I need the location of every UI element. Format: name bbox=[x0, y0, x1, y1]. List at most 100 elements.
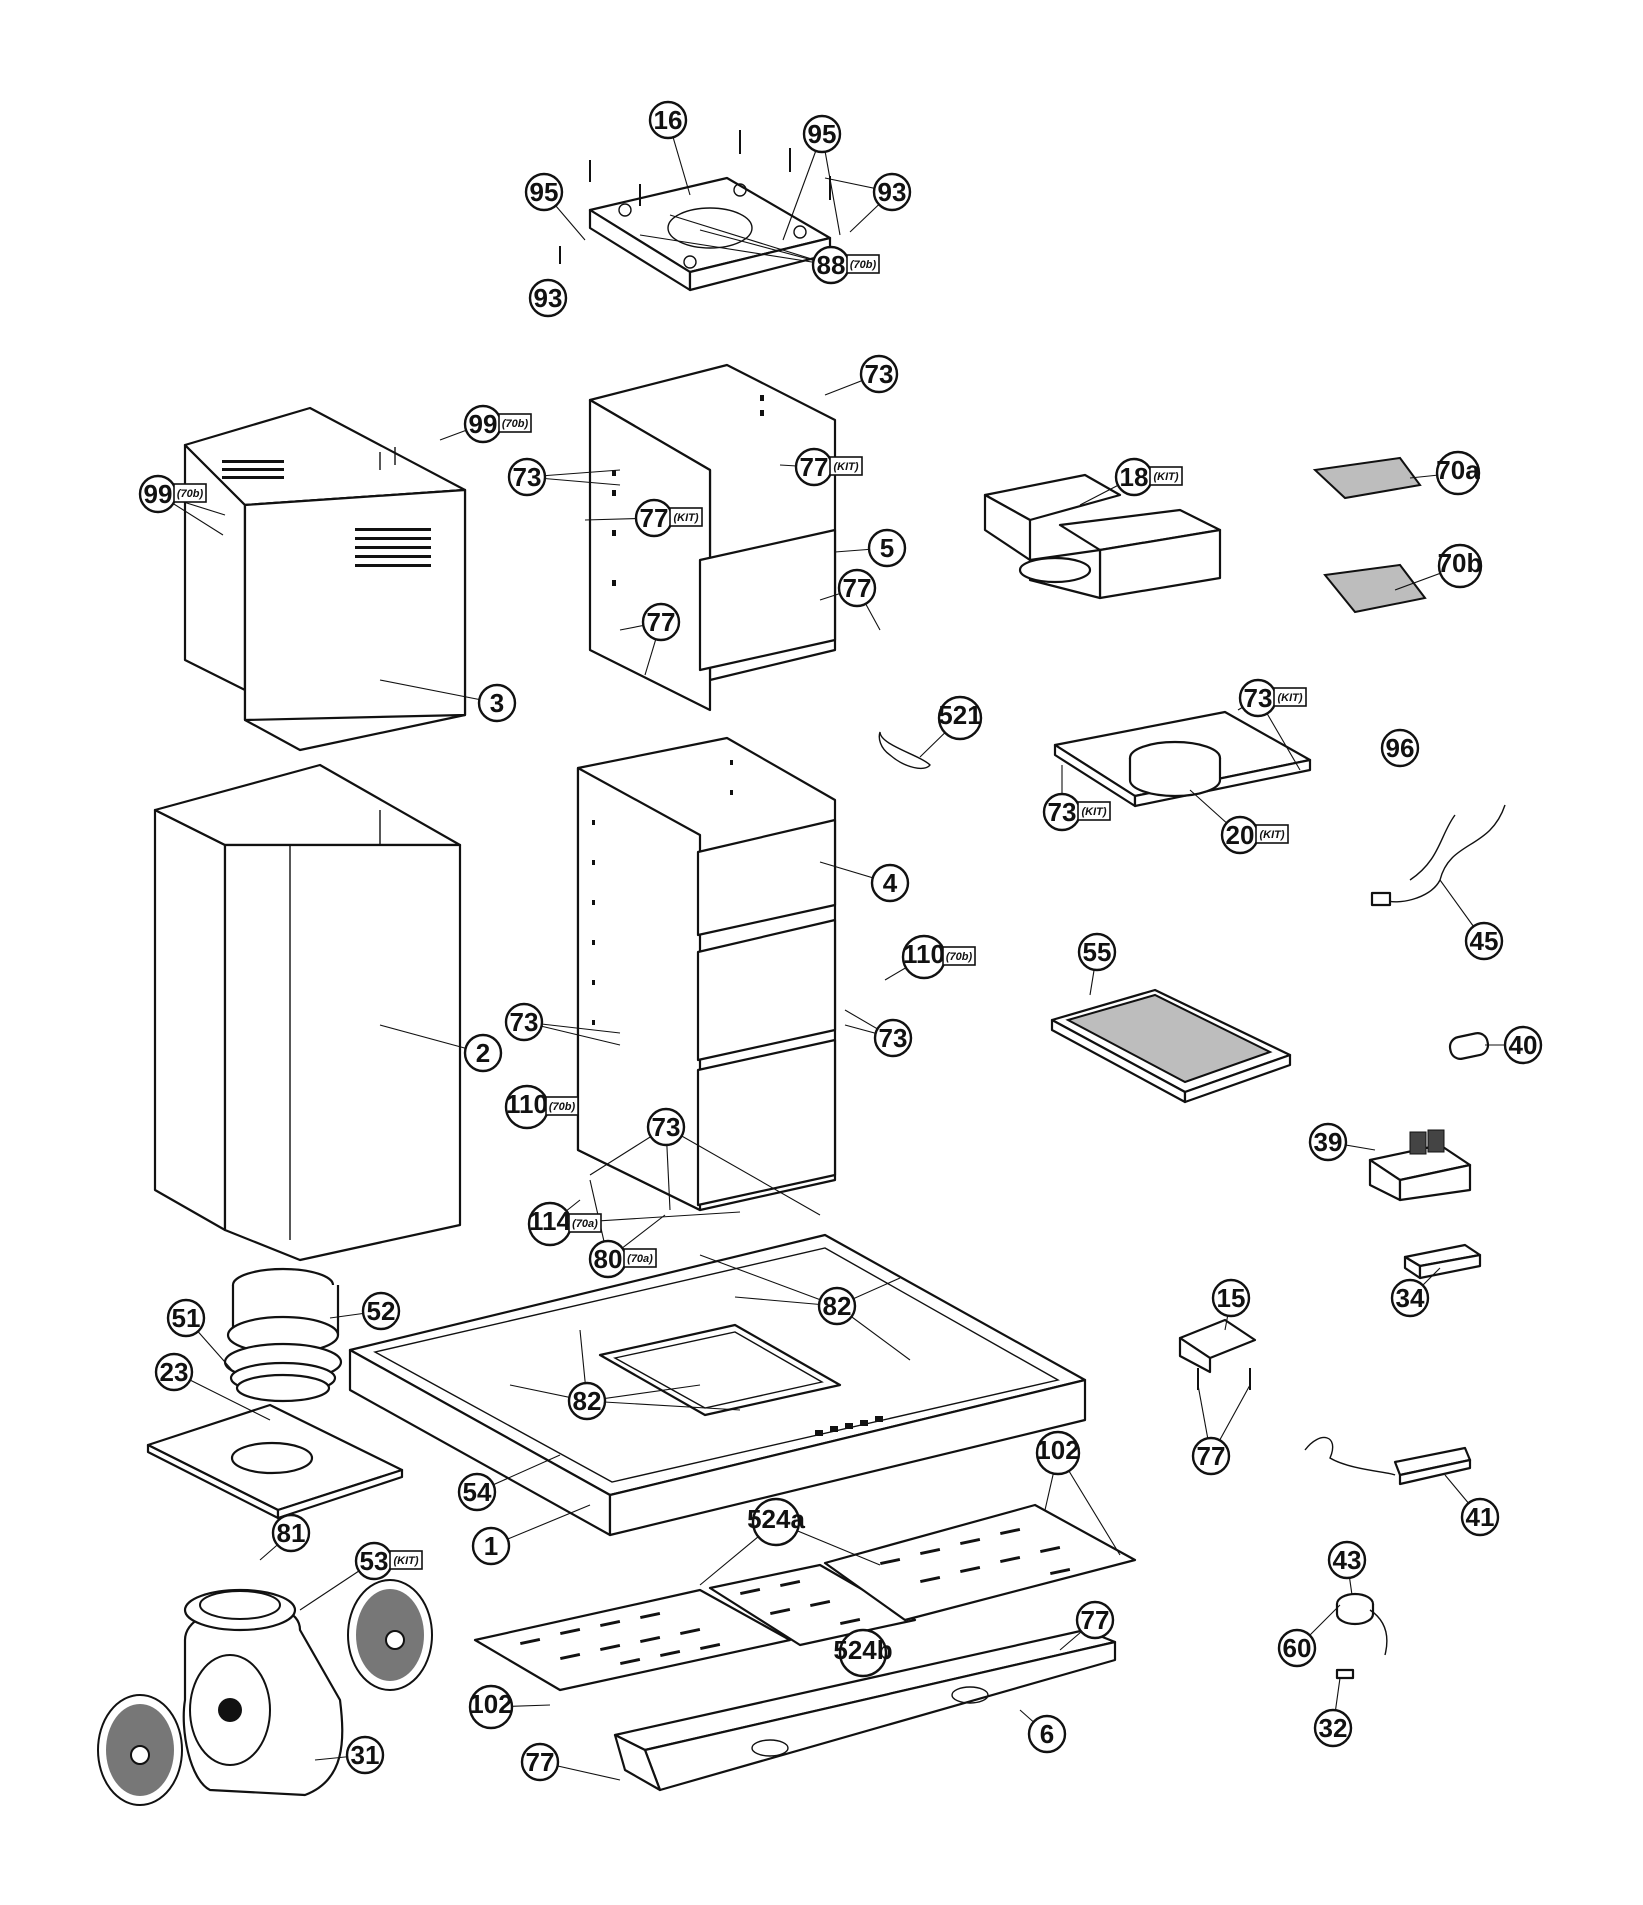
callout-73: 73 bbox=[859, 354, 899, 394]
base-plate bbox=[146, 1403, 404, 1520]
callout-tag-box bbox=[1077, 801, 1111, 821]
leader-line bbox=[379, 679, 498, 704]
callout-circle bbox=[154, 1352, 194, 1392]
callout-95: 95 bbox=[802, 114, 842, 154]
bottom-grille-524a-left bbox=[473, 1588, 792, 1692]
callout-96: 96 bbox=[1380, 728, 1420, 768]
callout-15: 15 bbox=[1211, 1278, 1251, 1318]
callout-95: 95 bbox=[524, 172, 564, 212]
callout-circle bbox=[361, 1291, 401, 1331]
callout-number: 93 bbox=[878, 177, 907, 207]
callout-39: 39 bbox=[1308, 1122, 1348, 1162]
callout-54: 54 bbox=[457, 1472, 497, 1512]
callout-81: 81 bbox=[271, 1513, 311, 1553]
leader-line bbox=[699, 1254, 838, 1307]
adapter-plate bbox=[1053, 710, 1312, 808]
callout-tag-box bbox=[389, 1550, 423, 1570]
callout-circle bbox=[646, 1107, 686, 1147]
switch-component bbox=[1335, 1592, 1388, 1680]
callout-tag: (KIT) bbox=[1153, 471, 1178, 483]
callout-number: 53 bbox=[360, 1546, 389, 1576]
callout-32: 32 bbox=[1313, 1708, 1353, 1748]
callout-6: 6 bbox=[1027, 1714, 1067, 1754]
callout-number: 70a bbox=[1436, 455, 1480, 485]
bottom-grille-524a-right bbox=[823, 1503, 1137, 1622]
bottom-grille-524b bbox=[708, 1563, 917, 1647]
callout-number: 52 bbox=[367, 1296, 396, 1326]
callout-number: 20 bbox=[1226, 820, 1255, 850]
callout-number: 77 bbox=[647, 607, 676, 637]
callout-number: 70b bbox=[1438, 548, 1483, 578]
callout-circle bbox=[1437, 543, 1483, 589]
callout-circle bbox=[1327, 1540, 1367, 1580]
charcoal-filter-right bbox=[347, 1579, 433, 1691]
callout-circle bbox=[345, 1735, 385, 1775]
callout-tag: (KIT) bbox=[1277, 692, 1302, 704]
duct-collar bbox=[223, 1267, 343, 1403]
callout-number: 32 bbox=[1319, 1713, 1348, 1743]
callout-73-kit: 73(KIT) bbox=[1042, 792, 1111, 832]
callout-circle bbox=[1313, 1708, 1353, 1748]
lower-chimney-inner bbox=[576, 736, 837, 1212]
callout-number: 95 bbox=[808, 119, 837, 149]
callout-circle bbox=[166, 1298, 206, 1338]
callout-number: 77 bbox=[640, 503, 669, 533]
callout-110-70b: 110(70b) bbox=[901, 934, 976, 980]
callout-circle bbox=[1460, 1497, 1500, 1537]
callout-number: 73 bbox=[652, 1112, 681, 1142]
callout-number: 93 bbox=[534, 283, 563, 313]
callout-number: 99 bbox=[469, 409, 498, 439]
callout-60: 60 bbox=[1277, 1628, 1317, 1668]
leader-line bbox=[665, 1126, 821, 1216]
callout-number: 77 bbox=[1197, 1441, 1226, 1471]
callout-number: 524a bbox=[747, 1504, 805, 1534]
callout-circle bbox=[1308, 1122, 1348, 1162]
callout-circle bbox=[1503, 1025, 1543, 1065]
leader-line bbox=[669, 214, 832, 266]
callout-31: 31 bbox=[345, 1735, 385, 1775]
callout-1: 1 bbox=[471, 1526, 511, 1566]
callout-number: 73 bbox=[879, 1023, 908, 1053]
callout-circle bbox=[528, 278, 568, 318]
callout-number: 31 bbox=[351, 1740, 380, 1770]
callout-tag-box bbox=[568, 1213, 602, 1233]
callout-circle bbox=[504, 1002, 544, 1042]
callout-number: 73 bbox=[1244, 683, 1273, 713]
callout-tag: (70a) bbox=[627, 1253, 653, 1265]
leader-line bbox=[639, 234, 832, 266]
callout-number: 88 bbox=[817, 250, 846, 280]
callout-number: 110 bbox=[506, 1089, 548, 1119]
callout-number: 110 bbox=[903, 939, 945, 969]
callout-number: 6 bbox=[1040, 1719, 1054, 1749]
callout-circle bbox=[859, 354, 899, 394]
callout-circle bbox=[471, 1526, 511, 1566]
callout-circle bbox=[463, 1033, 503, 1073]
callout-number: 45 bbox=[1470, 926, 1499, 956]
callout-number: 4 bbox=[883, 868, 898, 898]
callout-circle bbox=[1027, 1714, 1067, 1754]
grease-filter bbox=[1050, 988, 1292, 1104]
callout-circle bbox=[1075, 1600, 1115, 1640]
callout-circle bbox=[838, 1628, 888, 1678]
blower-motor bbox=[182, 1588, 344, 1797]
callout-circle bbox=[648, 100, 688, 140]
callout-99-70b: 99 (70b) bbox=[463, 404, 532, 444]
callout-tag-box bbox=[173, 483, 207, 503]
lower-chimney-outer bbox=[153, 763, 462, 1262]
callout-23: 23 bbox=[154, 1352, 194, 1392]
callout-circle bbox=[520, 1742, 560, 1782]
callout-circle bbox=[1191, 1436, 1231, 1476]
callout-tag: (KIT) bbox=[393, 1555, 418, 1567]
callout-circle bbox=[477, 683, 517, 723]
callout-tag: (KIT) bbox=[673, 512, 698, 524]
callout-tag: (70b) bbox=[502, 418, 529, 430]
callout-number: 102 bbox=[1036, 1435, 1079, 1465]
transformer bbox=[1368, 1129, 1472, 1202]
callout-number: 40 bbox=[1509, 1030, 1538, 1060]
callout-number: 99 bbox=[144, 479, 173, 509]
callout-number: 77 bbox=[1081, 1605, 1110, 1635]
callout-521: 521 bbox=[937, 695, 983, 741]
callout-number: 95 bbox=[530, 177, 559, 207]
light-module bbox=[1304, 1436, 1472, 1486]
